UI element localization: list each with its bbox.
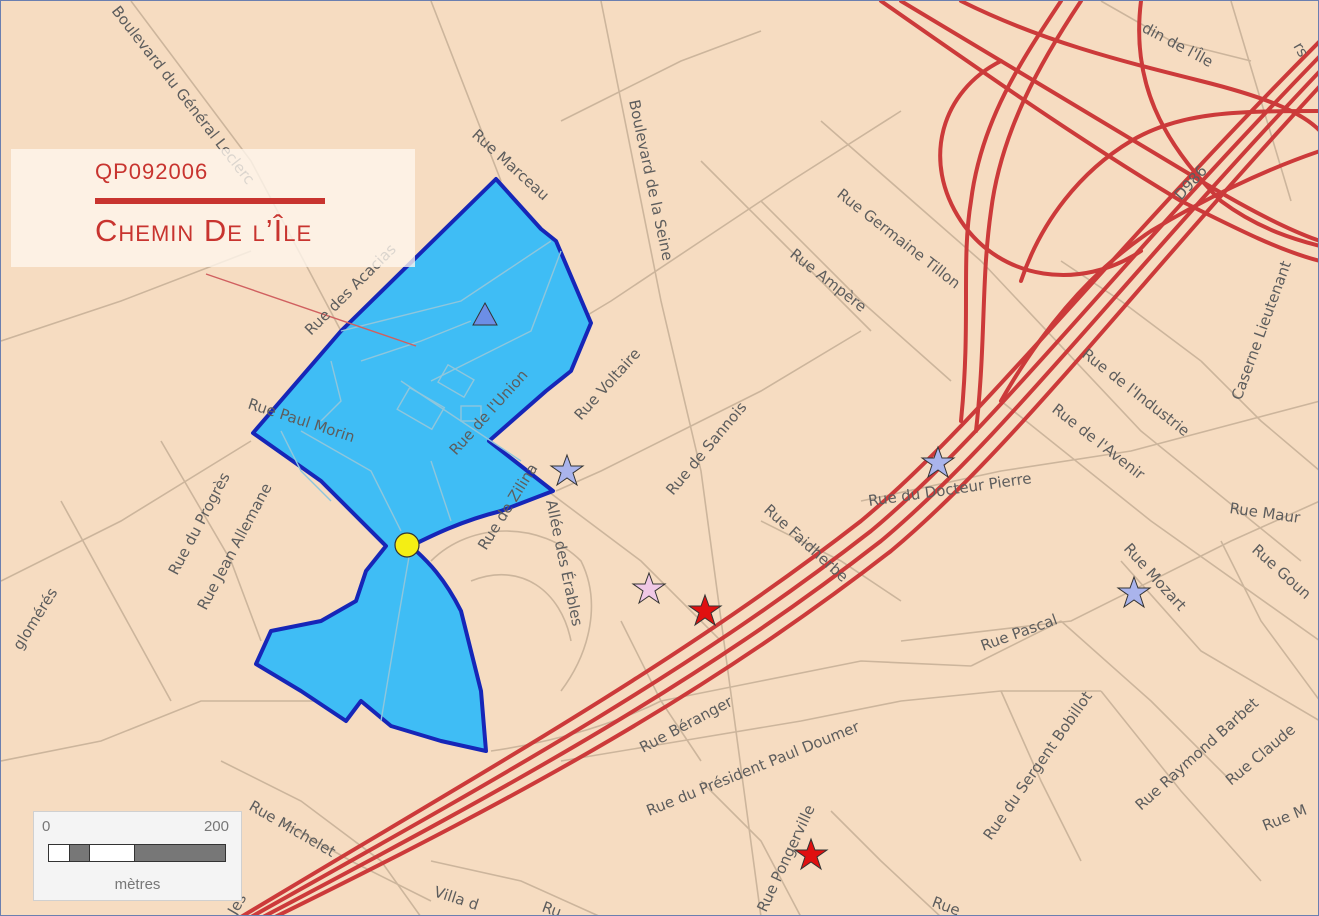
highway-network xyxy=(240,1,1318,915)
scale-bar xyxy=(48,844,226,862)
scale-segment xyxy=(49,845,70,861)
blue-triangle-icon[interactable] xyxy=(472,301,498,326)
highlighted-area[interactable] xyxy=(251,177,593,753)
lavender-star-icon[interactable] xyxy=(920,445,956,479)
street-label: Ru xyxy=(540,898,564,916)
scale-max-label: 200 xyxy=(203,818,229,835)
scale-segment xyxy=(134,845,225,861)
yellow-circle-icon[interactable] xyxy=(394,532,420,558)
scale-segment xyxy=(90,845,135,861)
title-leader-line xyxy=(205,273,417,347)
red-star-icon[interactable] xyxy=(687,593,723,627)
area-code: QP092006 xyxy=(95,159,209,184)
red-star-icon[interactable] xyxy=(793,837,829,871)
scale-min-label: 0 xyxy=(42,818,51,835)
title-rule xyxy=(95,198,325,204)
lavender-star-icon[interactable] xyxy=(549,453,585,487)
scale-bar-panel: 0 200 mètres xyxy=(33,811,242,901)
pink-star-icon[interactable] xyxy=(631,571,667,605)
scale-unit-label: mètres xyxy=(114,876,161,893)
lavender-star-icon[interactable] xyxy=(1116,575,1152,609)
scale-segment xyxy=(69,845,91,861)
area-name: Chemin De l’Île xyxy=(95,213,313,248)
map-markers xyxy=(394,301,1152,871)
title-panel: QP092006 Chemin De l’Île xyxy=(11,149,415,267)
